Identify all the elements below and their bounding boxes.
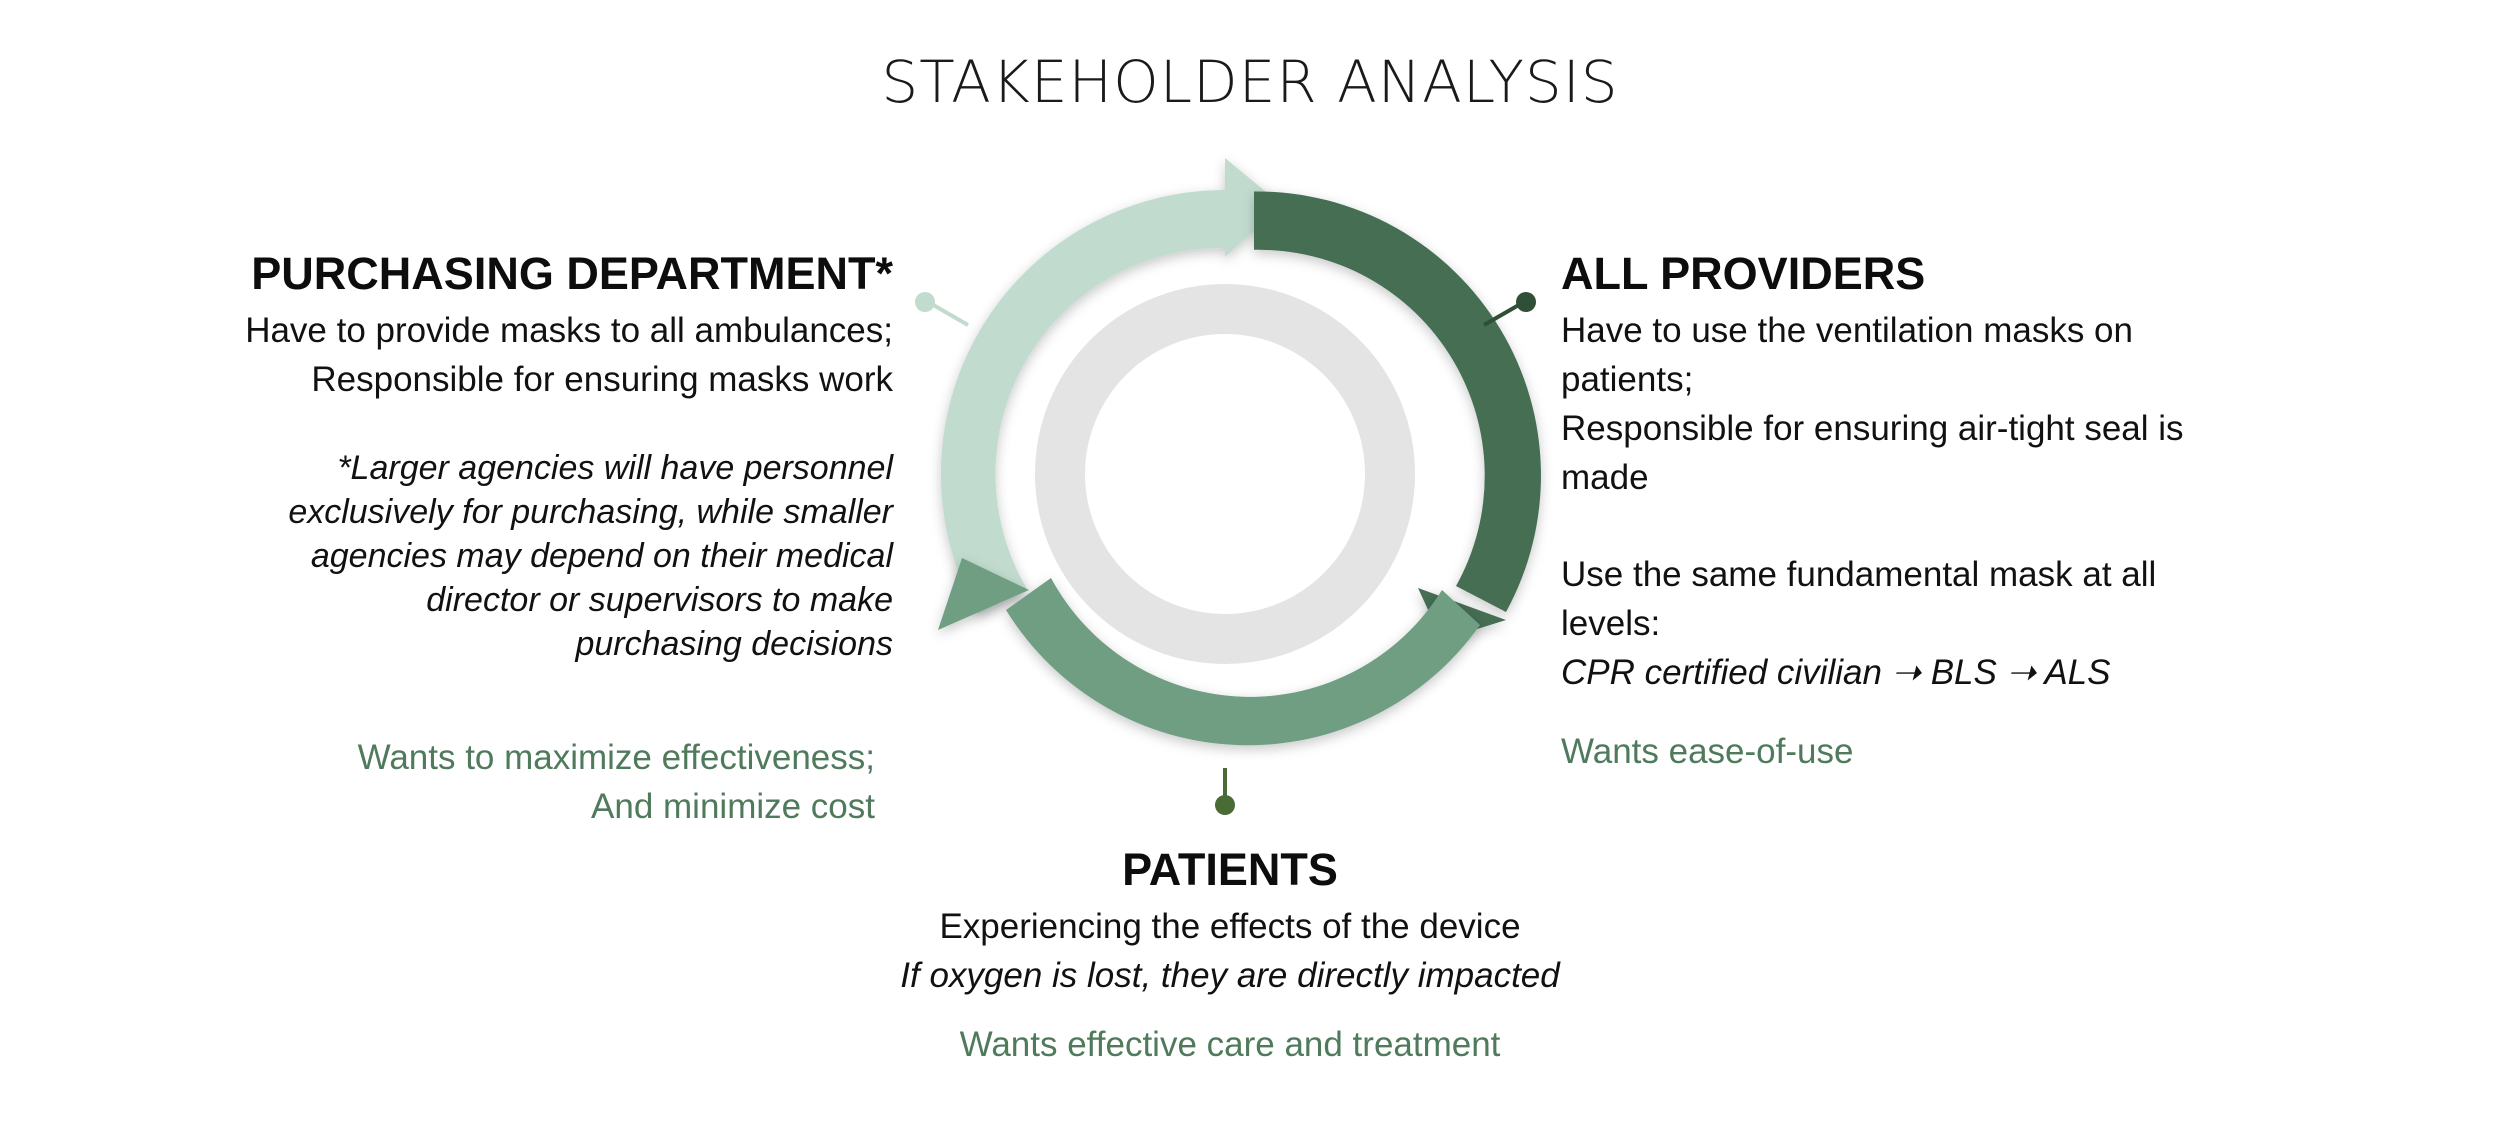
page-title: STAKEHOLDER ANALYSIS [881, 48, 1619, 116]
providers-line-4: made [1561, 458, 1649, 497]
purchasing-heading: PURCHASING DEPARTMENT* [251, 248, 893, 299]
providers-line-3: Responsible for ensuring air-tight seal … [1561, 409, 2184, 448]
purchasing-note-3: agencies may depend on their medical [310, 537, 893, 575]
providers-line-2: patients; [1561, 360, 1694, 399]
purchasing-note-2: exclusively for purchasing, while smalle… [288, 493, 893, 531]
stakeholder-patients: PATIENTS Experiencing the effects of the… [830, 842, 1630, 1069]
patients-heading: PATIENTS [1122, 844, 1338, 895]
purchasing-line-1: Have to provide masks to all ambulances; [245, 311, 893, 350]
providers-line-1: Have to use the ventilation masks on [1561, 311, 2133, 350]
providers-levels: CPR certified civilian ➝ BLS ➝ ALS [1561, 653, 2111, 692]
connector-patients [1215, 768, 1235, 815]
purchasing-note-5: purchasing decisions [575, 625, 893, 663]
patients-line-1: Experiencing the effects of the device [939, 907, 1521, 946]
arrow-segment-patients [938, 558, 1480, 746]
patients-line-2: If oxygen is lost, they are directly imp… [900, 956, 1560, 995]
purchasing-line-2: Responsible for ensuring masks work [311, 360, 893, 399]
purchasing-want-2: And minimize cost [591, 787, 875, 826]
inner-ring [1035, 284, 1415, 664]
connector-purchasing [915, 292, 969, 327]
stakeholder-providers: ALL PROVIDERS Have to use the ventilatio… [1561, 246, 2261, 776]
providers-want-1: Wants ease-of-use [1561, 732, 1854, 771]
arrow-segment-purchasing [940, 158, 1282, 615]
providers-heading: ALL PROVIDERS [1561, 248, 1926, 299]
purchasing-wants: Wants to maximize effectiveness; And min… [175, 733, 875, 831]
purchasing-note-1: *Larger agencies will have personnel [337, 449, 893, 487]
purchasing-want-1: Wants to maximize effectiveness; [357, 738, 875, 777]
providers-line-6: levels: [1561, 604, 1661, 643]
providers-line-5: Use the same fundamental mask at all [1561, 555, 2157, 594]
patients-want-1: Wants effective care and treatment [959, 1025, 1501, 1064]
stakeholder-purchasing: PURCHASING DEPARTMENT* Have to provide m… [173, 246, 893, 666]
purchasing-note-4: director or supervisors to make [426, 581, 893, 619]
connector-providers [1483, 292, 1536, 327]
